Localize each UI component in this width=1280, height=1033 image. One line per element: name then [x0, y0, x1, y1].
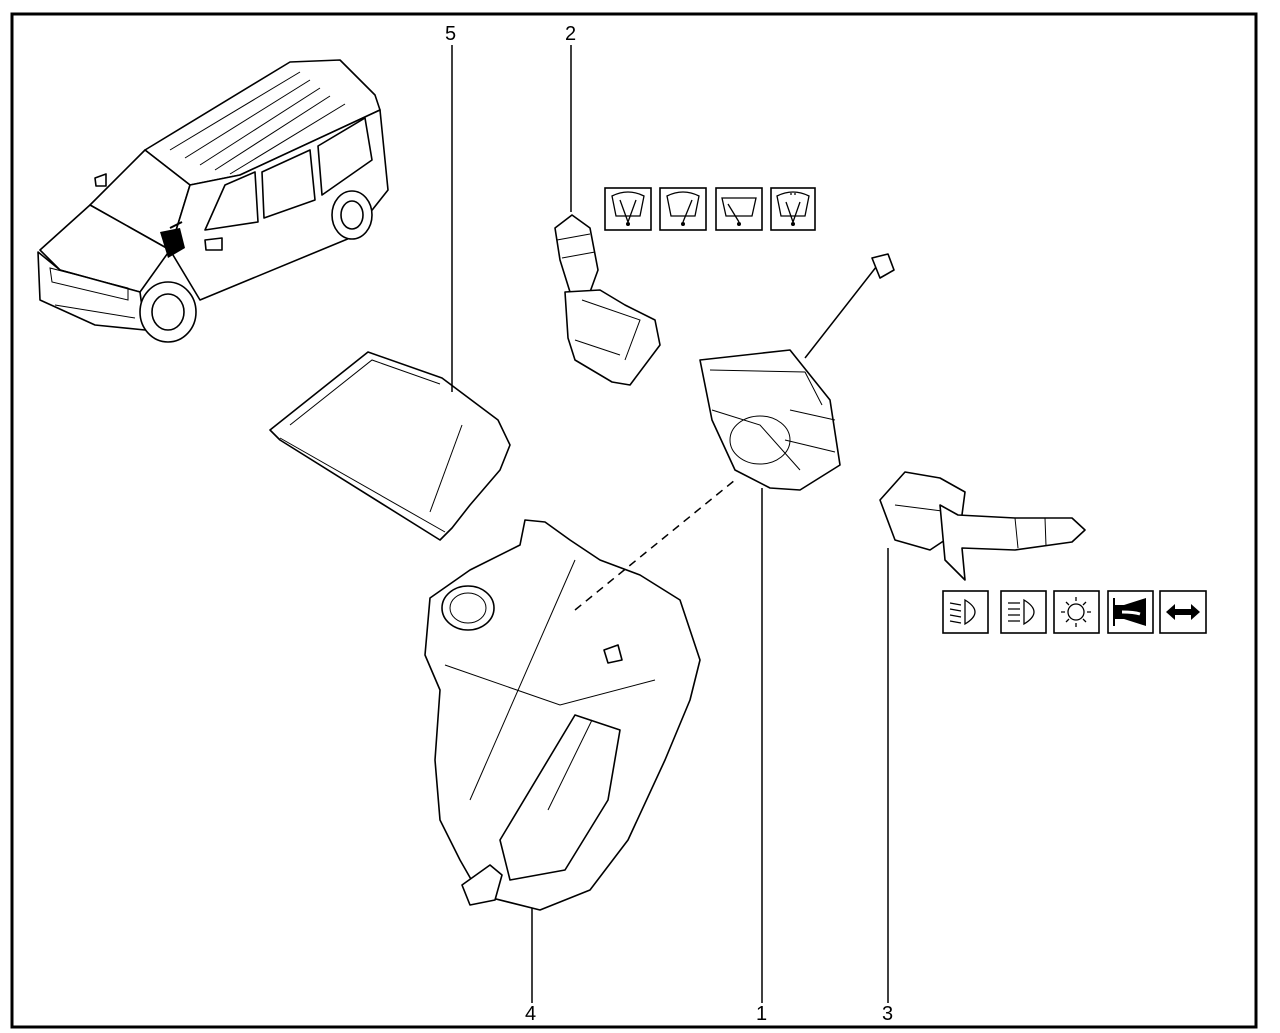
wiper-symbols — [604, 187, 816, 231]
main-beam-icon — [1000, 590, 1047, 634]
upper-steering-column-cover — [269, 351, 511, 541]
callout-1: 1 — [756, 1003, 767, 1025]
windscreen-washer-icon — [770, 187, 816, 231]
sidelights-icon — [1053, 590, 1100, 634]
front-wiper-fast-icon — [604, 187, 652, 231]
rear-wiper-icon — [715, 187, 763, 231]
horn-icon — [1107, 590, 1154, 634]
lighting-symbols — [942, 590, 1207, 634]
callout-5: 5 — [445, 23, 456, 45]
diagram-border — [10, 12, 1258, 1029]
vehicle-illustration — [37, 59, 389, 343]
direction-indicators-icon — [1159, 590, 1207, 634]
leader-lines — [451, 45, 889, 1003]
lower-steering-column-cover — [424, 519, 701, 911]
assembly-guide-line — [574, 479, 736, 611]
callout-3: 3 — [882, 1003, 893, 1025]
dipped-beam-icon — [942, 590, 989, 634]
lighting-stalk-switch — [879, 471, 1086, 581]
rotary-switch-assembly — [699, 253, 895, 491]
front-wiper-intermittent-icon — [659, 187, 707, 231]
callout-2: 2 — [565, 23, 576, 45]
callout-4: 4 — [525, 1003, 536, 1025]
wiper-stalk-switch — [554, 214, 661, 386]
